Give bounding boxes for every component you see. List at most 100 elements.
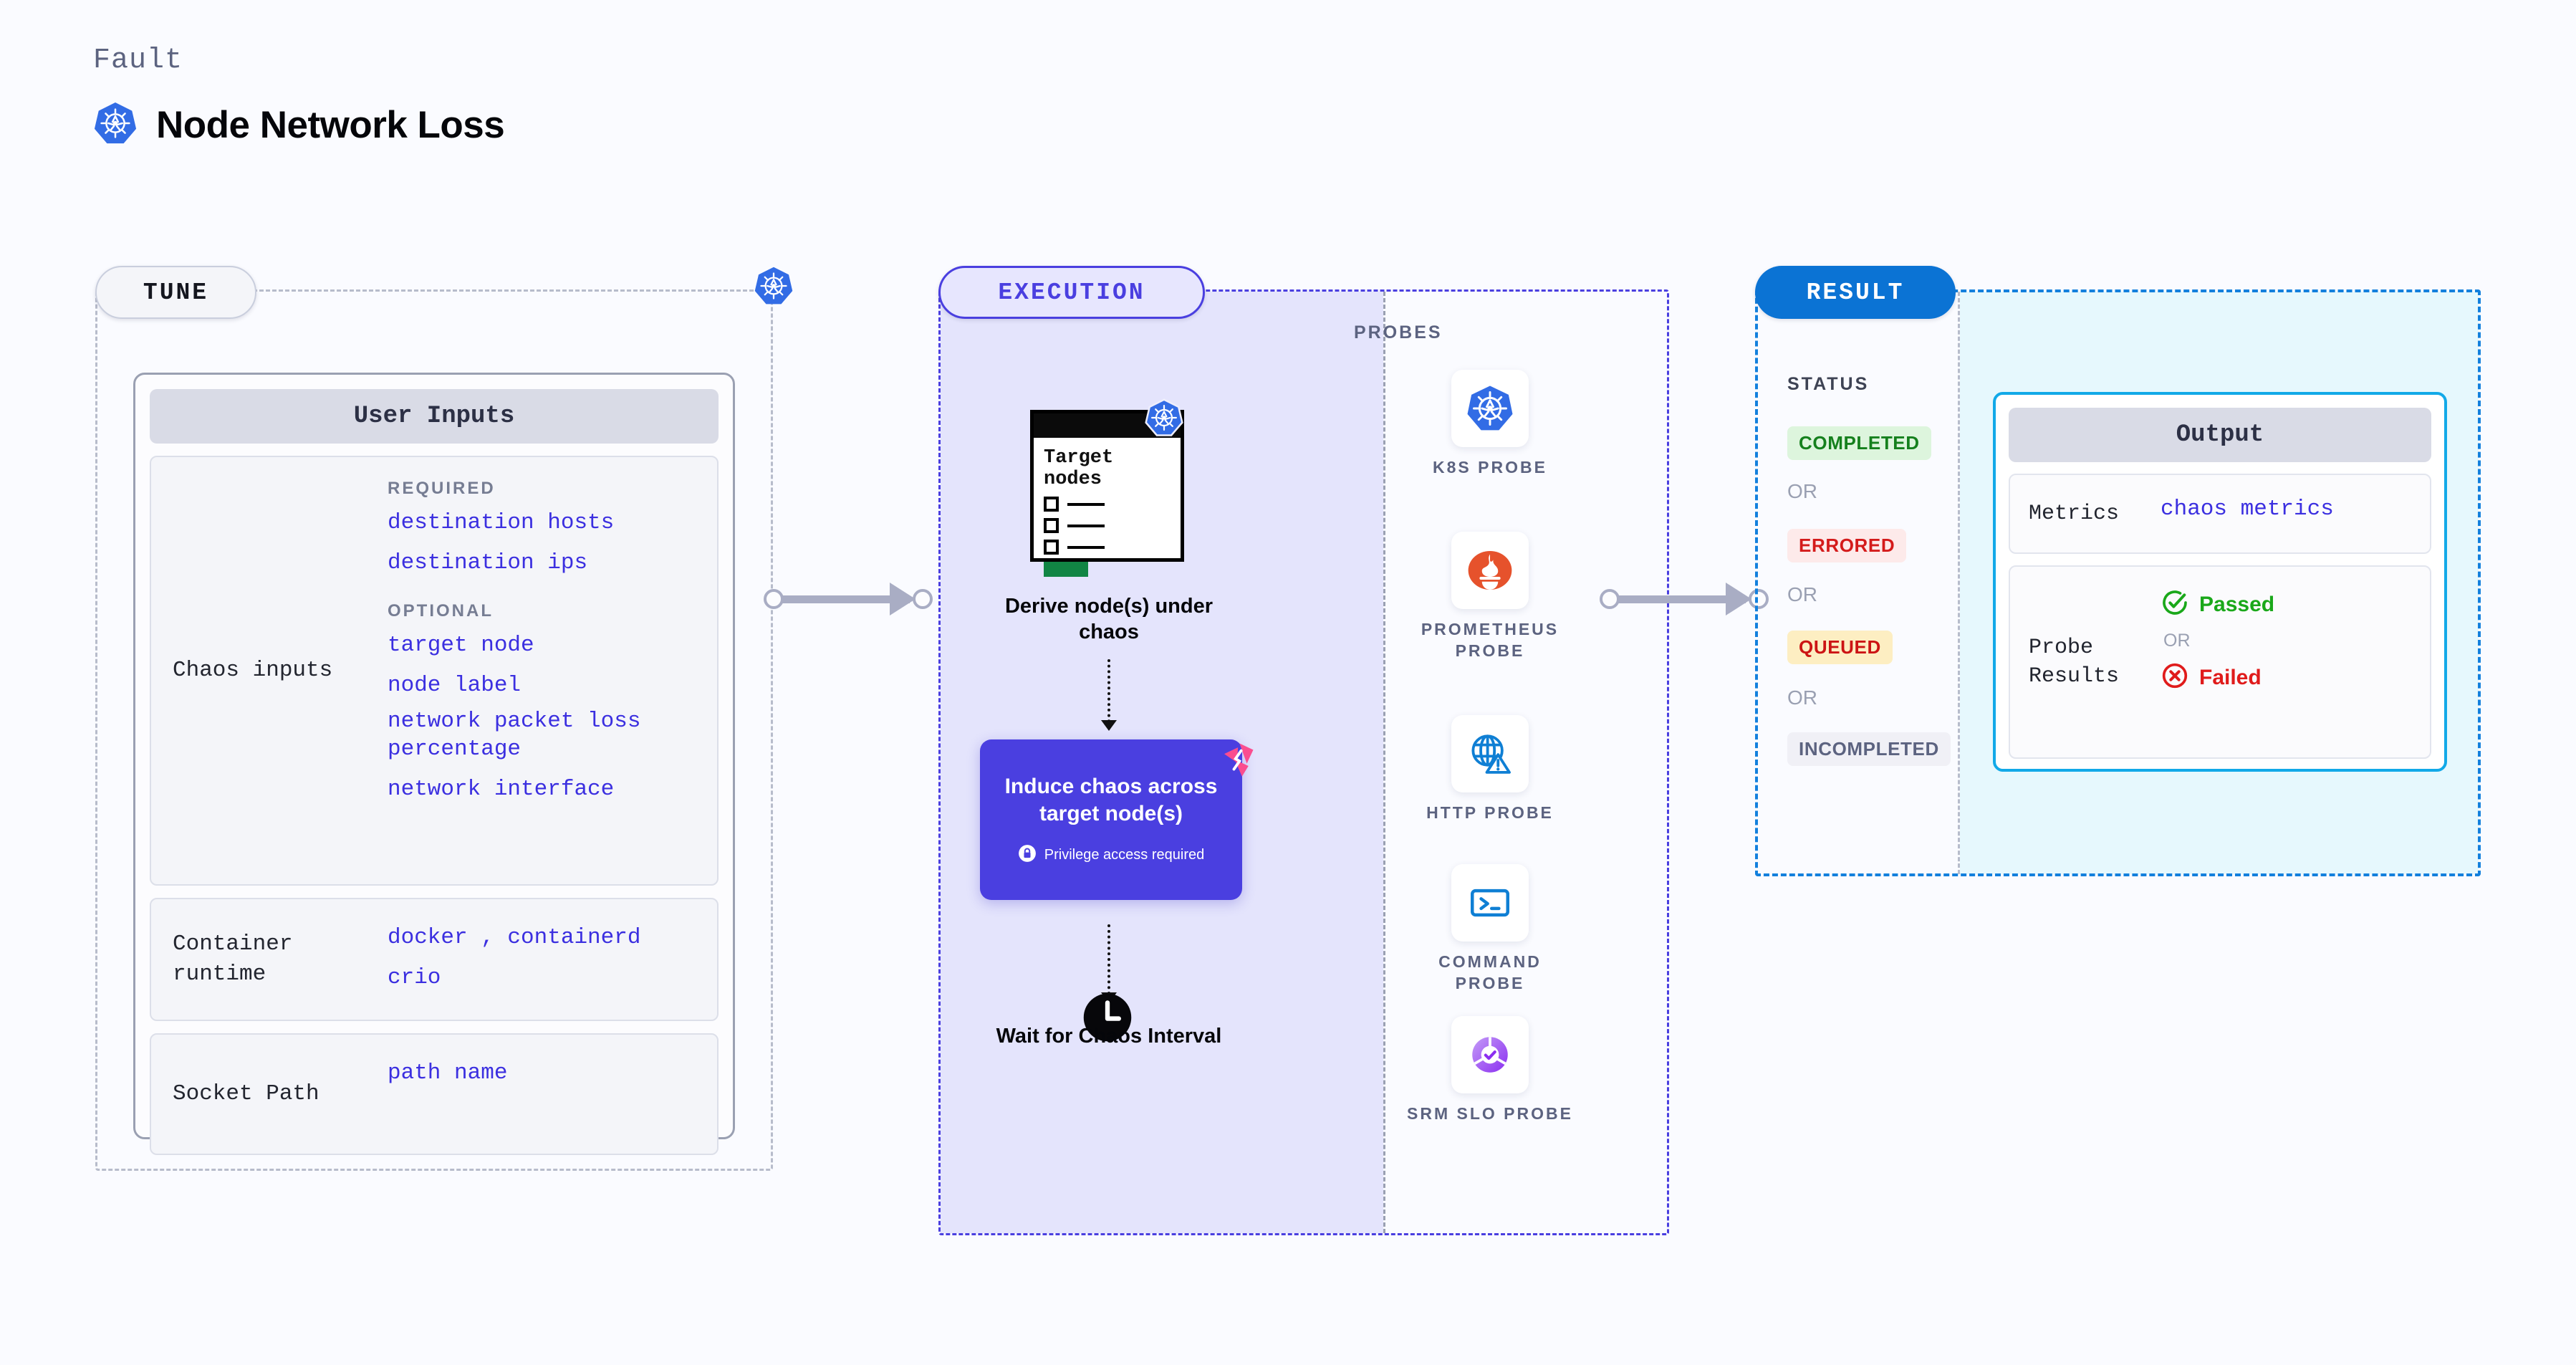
connector-arrow xyxy=(1726,583,1751,616)
status-badge-incompleted: INCOMPLETED xyxy=(1787,732,1951,766)
user-inputs-card: User Inputs Chaos inputs REQUIRED destin… xyxy=(133,373,735,1155)
globe-warning-icon xyxy=(1451,715,1529,792)
result-panel-border xyxy=(1755,289,2481,876)
group-heading-required: REQUIRED xyxy=(388,479,496,498)
stage-pill-execution[interactable]: EXECUTION xyxy=(938,266,1205,319)
stage-pill-tune[interactable]: TUNE xyxy=(95,266,256,319)
input-value[interactable]: network interface xyxy=(388,777,615,803)
privilege-note-text: Privilege access required xyxy=(1044,846,1205,863)
group-heading-optional: OPTIONAL xyxy=(388,601,494,621)
step-caption-derive-nodes: Derive node(s) under chaos xyxy=(1004,595,1213,644)
terminal-icon xyxy=(1451,864,1529,942)
connector-dot-right xyxy=(913,589,933,609)
page-title: Node Network Loss xyxy=(156,104,505,146)
output-block-label: Probe Results xyxy=(2029,635,2120,689)
input-value[interactable]: target node xyxy=(388,633,534,658)
probe-k8s[interactable]: K8S PROBE xyxy=(1404,370,1576,479)
input-block-label: Chaos inputs xyxy=(173,658,333,684)
probes-divider xyxy=(1383,292,1385,1233)
title-row: Node Network Loss xyxy=(93,101,505,149)
kubernetes-icon xyxy=(1145,398,1183,441)
output-card: Output Metrics chaos metrics Probe Resul… xyxy=(1993,392,2447,772)
output-block-probe-results: Probe Results Passed OR xyxy=(2009,565,2431,759)
result-inner-divider xyxy=(1958,292,1960,874)
status-badge-errored: ERRORED xyxy=(1787,529,1907,562)
probe-result-passed: Passed xyxy=(2161,588,2430,621)
clock-icon xyxy=(1080,990,1135,1048)
induce-chaos-box: Induce chaos across target node(s) Privi… xyxy=(980,739,1242,900)
probe-prometheus[interactable]: PROMETHEUS PROBE xyxy=(1404,532,1576,662)
kubernetes-icon xyxy=(93,101,138,149)
input-block-container-runtime: Container runtime docker , containerd cr… xyxy=(150,898,719,1021)
input-value[interactable]: path name xyxy=(388,1060,508,1086)
target-nodes-window-icon: Target nodes xyxy=(1030,398,1188,578)
input-value[interactable]: docker , containerd xyxy=(388,925,641,950)
probe-srm-slo[interactable]: SRM SLO PROBE xyxy=(1404,1016,1576,1125)
output-block-metrics: Metrics chaos metrics xyxy=(2009,474,2431,554)
fault-label: Fault xyxy=(93,44,183,77)
probe-command[interactable]: COMMAND PROBE xyxy=(1404,864,1576,995)
probe-result-failed-label: Failed xyxy=(2199,665,2262,689)
probes-section-label: PROBES xyxy=(1354,322,1443,343)
status-badge-queued: QUEUED xyxy=(1787,631,1893,664)
connector-bar xyxy=(1610,595,1746,603)
lock-icon xyxy=(1018,844,1037,866)
connector-arrow xyxy=(890,583,915,616)
flow-arrow xyxy=(1101,924,1117,1003)
checkbox-row xyxy=(1044,497,1171,512)
input-block-label: Container runtime xyxy=(173,931,293,987)
stage-pill-result[interactable]: RESULT xyxy=(1755,266,1956,319)
status-section-label: STATUS xyxy=(1787,374,1870,394)
connector-dot-left xyxy=(764,589,784,609)
connector-tune-to-execution xyxy=(764,583,943,616)
probe-label: SRM SLO PROBE xyxy=(1407,1104,1573,1123)
input-block-chaos-inputs: Chaos inputs REQUIRED destination hosts … xyxy=(150,456,719,886)
harness-logo-icon xyxy=(1218,740,1256,782)
progress-bar xyxy=(1044,562,1088,578)
probe-label: PROMETHEUS PROBE xyxy=(1421,620,1559,660)
input-block-label: Socket Path xyxy=(173,1081,319,1107)
or-separator: OR xyxy=(1787,583,1817,605)
or-separator: OR xyxy=(1787,480,1817,502)
page-header: Fault Node Network Loss xyxy=(93,44,505,149)
check-circle-icon xyxy=(2161,588,2189,621)
output-block-label: Metrics xyxy=(2029,501,2120,526)
stage-pill-execution-label: EXECUTION xyxy=(998,279,1145,306)
connector-bar xyxy=(774,595,910,603)
flow-arrow xyxy=(1101,659,1117,731)
input-value[interactable]: network packet loss percentage xyxy=(388,708,641,762)
probe-label: COMMAND PROBE xyxy=(1438,952,1542,992)
metrics-value[interactable]: chaos metrics xyxy=(2161,497,2334,522)
stage-pill-result-label: RESULT xyxy=(1806,279,1905,306)
privilege-note: Privilege access required xyxy=(1018,844,1204,866)
input-block-socket-path: Socket Path path name xyxy=(150,1033,719,1155)
srm-slo-icon xyxy=(1451,1016,1529,1093)
target-nodes-window-title: Target nodes xyxy=(1044,447,1114,490)
output-title: Output xyxy=(2009,408,2431,462)
probe-label: HTTP PROBE xyxy=(1426,803,1554,822)
input-value[interactable]: destination hosts xyxy=(388,510,615,535)
induce-chaos-title: Induce chaos across target node(s) xyxy=(1004,775,1218,825)
checkbox-row xyxy=(1044,540,1171,555)
user-inputs-title: User Inputs xyxy=(150,389,719,444)
input-value[interactable]: crio xyxy=(388,964,441,990)
execution-panel-border xyxy=(938,289,1669,1235)
step-caption-wait-interval: Wait for Chaos Interval xyxy=(996,1025,1222,1048)
input-value[interactable]: node label xyxy=(388,673,522,699)
connector-dot-right xyxy=(1749,589,1769,609)
probe-label: K8S PROBE xyxy=(1433,458,1547,476)
stage-pill-tune-label: TUNE xyxy=(143,279,209,306)
checkbox-row xyxy=(1044,518,1171,534)
probe-result-failed: Failed xyxy=(2161,661,2430,694)
tune-panel-border xyxy=(95,289,773,1171)
connector-dot-left xyxy=(1600,589,1620,609)
probe-result-passed-label: Passed xyxy=(2199,592,2275,616)
input-value[interactable]: destination ips xyxy=(388,550,588,575)
kubernetes-icon xyxy=(754,266,794,310)
kubernetes-icon xyxy=(1451,370,1529,447)
prometheus-icon xyxy=(1451,532,1529,609)
or-separator: OR xyxy=(1787,686,1817,709)
or-separator: OR xyxy=(2163,631,2191,651)
x-circle-icon xyxy=(2161,661,2189,694)
probe-http[interactable]: HTTP PROBE xyxy=(1404,715,1576,824)
